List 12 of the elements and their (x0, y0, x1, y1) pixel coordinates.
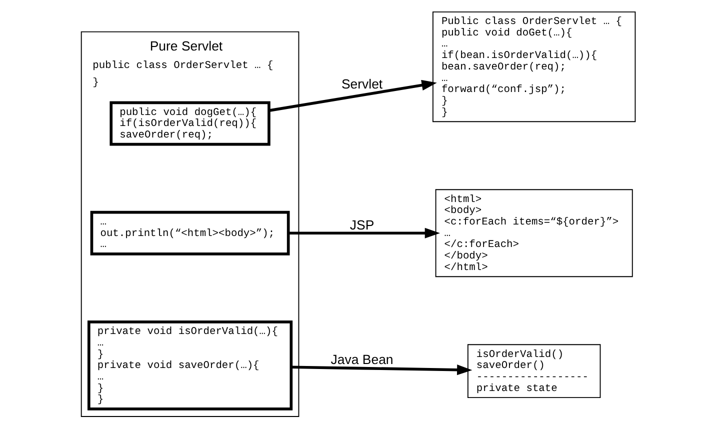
arrow (291, 364, 472, 376)
node-box: Public class OrderServlet … { public void doGet(…){ … if(bean.isOrderValid(…)){ bean.saveOrder(req); … forward(“conf.jsp”); } } (432, 11, 636, 122)
arrow (268, 80, 437, 112)
node-box: … out.println(“<html><body>”); … (90, 210, 290, 256)
node-box: <html> <body> <c:forEach items=“${order}”> … </c:forEach> </body> </html> (435, 189, 633, 278)
arrow (288, 228, 440, 238)
node-box: isOrderValid() saveOrder() ------------------ private state (467, 344, 601, 398)
node-box: public void dogGet(…){ if(isOrderValid(req)){ saveOrder(req); (110, 101, 270, 146)
edge-label: Servlet (341, 76, 383, 92)
edge-label: Java Bean (330, 352, 394, 367)
edge-label: JSP (350, 218, 374, 233)
node-box: private void isOrderValid(…){ … } private void saveOrder(…){ … } } (87, 320, 293, 410)
